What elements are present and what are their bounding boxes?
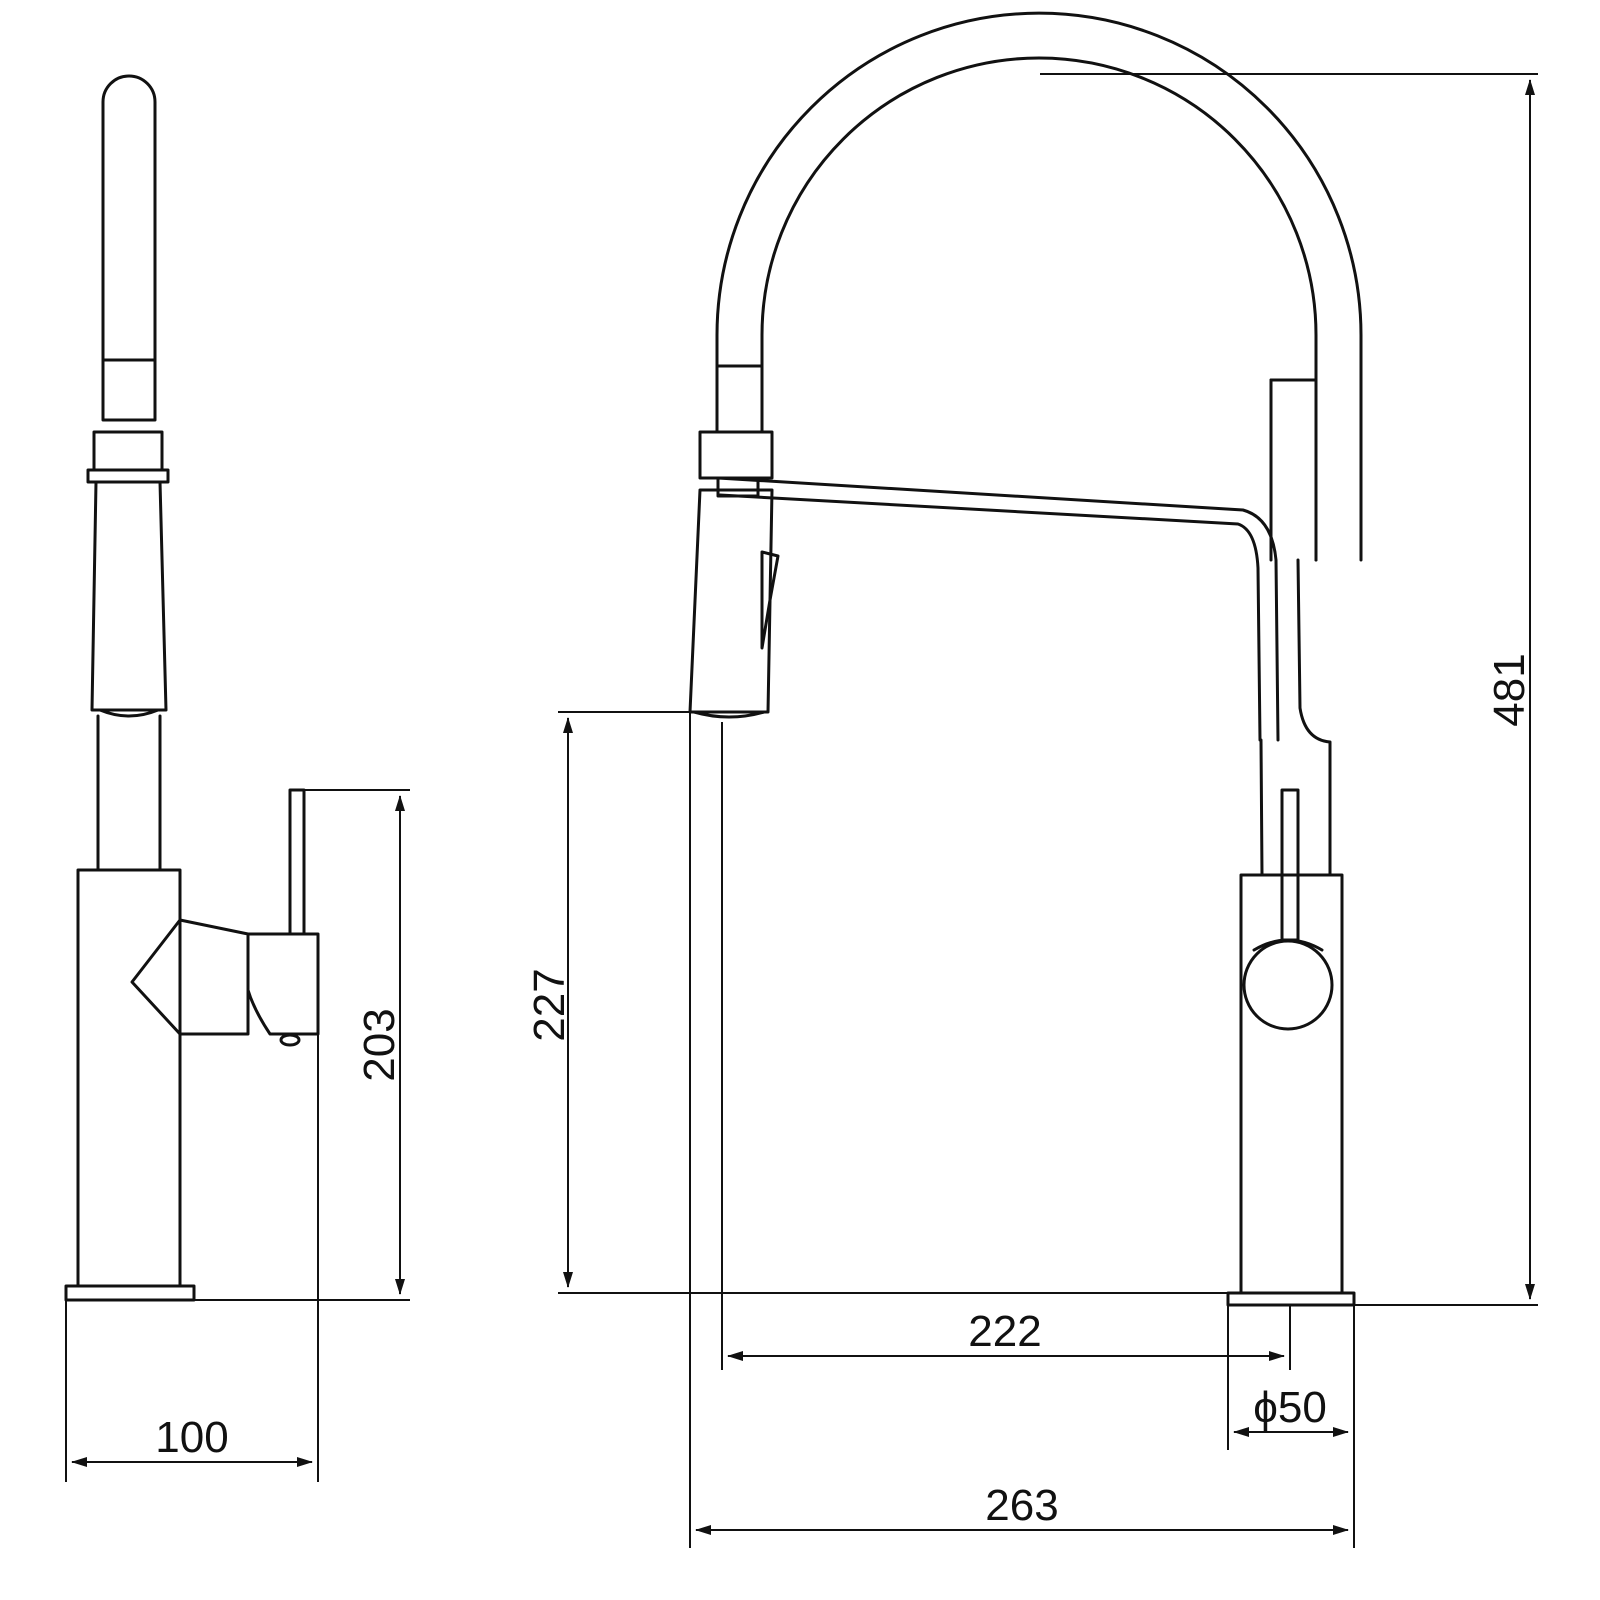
front-collar xyxy=(698,430,774,480)
front-support-curve xyxy=(1296,558,1332,877)
dim-label-227: 227 xyxy=(525,968,574,1041)
front-holder-clip xyxy=(716,476,760,498)
dim-label-100: 100 xyxy=(155,1413,228,1462)
side-collar xyxy=(92,430,164,472)
side-neck-tube xyxy=(96,714,162,872)
front-base-plate xyxy=(1226,1291,1356,1307)
side-valve-body xyxy=(130,918,250,1036)
side-view: 203 100 xyxy=(64,74,410,1482)
side-base-plate xyxy=(64,1284,196,1302)
front-body-column xyxy=(1239,873,1344,1295)
dim-label-203: 203 xyxy=(355,1008,404,1081)
front-spray-head xyxy=(688,488,774,714)
side-spray-nozzle xyxy=(98,708,160,718)
front-lever-knob xyxy=(1242,939,1334,1031)
side-valve-knob xyxy=(279,1033,301,1047)
side-collar-ring xyxy=(86,468,170,484)
dim-label-263: 263 xyxy=(985,1481,1058,1530)
front-spray-button xyxy=(760,550,780,650)
side-valve-cap xyxy=(246,932,320,1036)
front-gooseneck-outer xyxy=(715,11,1363,562)
front-support-column xyxy=(1269,378,1318,562)
front-holder-arm xyxy=(716,476,1280,742)
dim-label-481: 481 xyxy=(1485,653,1534,726)
side-spray-head-top xyxy=(101,74,157,362)
side-spray-head-lower xyxy=(101,358,157,422)
front-lever-stick xyxy=(1280,788,1300,942)
dim-label-222: 222 xyxy=(968,1307,1041,1356)
side-body-column xyxy=(76,868,182,1288)
front-gooseneck-inner xyxy=(760,56,1318,562)
dim-label-50: ϕ50 xyxy=(1253,1383,1327,1432)
side-spray-body xyxy=(90,480,168,712)
front-holder-arm-lower xyxy=(718,493,1262,742)
front-view: 481 227 222 ϕ50 263 xyxy=(525,11,1538,1548)
side-lever-stick xyxy=(288,788,306,936)
front-spray-nozzle xyxy=(692,710,766,719)
